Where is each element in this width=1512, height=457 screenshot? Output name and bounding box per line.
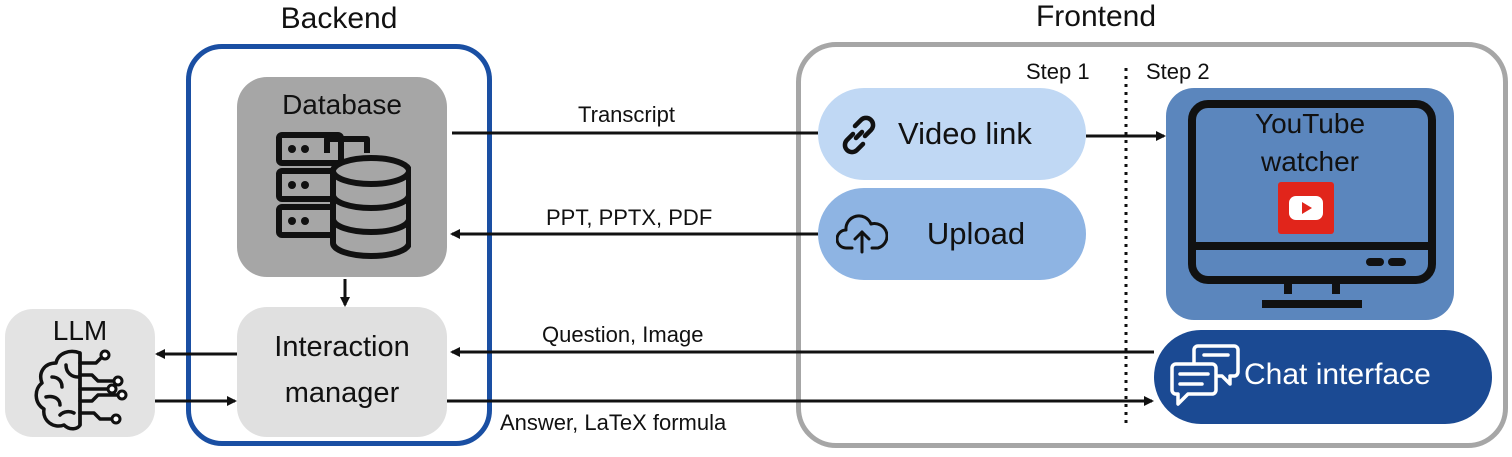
database-label: Database [282,89,402,120]
monitor-icon [1188,100,1436,308]
cloud-upload-icon [836,214,888,254]
youtube-watcher-label-line1: YouTube [1254,108,1366,139]
brain-circuit-icon [34,349,128,431]
llm-node: LLM [5,309,155,437]
frontend-container [796,42,1508,448]
frontend-title: Frontend [1035,0,1157,33]
backend-container [186,44,492,446]
edge-label-files: PPT, PPTX, PDF [546,205,713,230]
edge-label-question: Question, Image [542,322,704,347]
server-database-icon [276,132,411,259]
interaction-manager-label-line1: Interaction [274,331,410,363]
upload-button[interactable]: Upload [818,188,1086,280]
chat-interface-label: Chat interface [1244,358,1431,391]
backend-title: Backend [280,2,398,35]
video-link-label: Video link [898,116,1032,151]
step-1-label: Step 1 [1026,59,1090,84]
chat-interface-button[interactable]: Chat interface [1154,330,1492,424]
edge-label-answer: Answer, LaTeX formula [500,410,727,435]
edge-label-transcript: Transcript [578,102,675,127]
youtube-watcher-node[interactable]: YouTube watcher [1166,88,1454,320]
link-icon [842,115,876,155]
llm-label: LLM [52,315,108,346]
interaction-manager-node: Interaction manager [237,307,447,437]
video-link-button[interactable]: Video link [818,88,1086,180]
chat-bubbles-icon [1170,344,1240,406]
interaction-manager-label-line2: manager [284,377,400,409]
upload-label: Upload [926,216,1026,251]
database-node: Database [237,77,447,277]
step-2-label: Step 2 [1146,59,1210,84]
youtube-play-icon [1278,182,1334,234]
youtube-watcher-label-line2: watcher [1260,146,1360,177]
